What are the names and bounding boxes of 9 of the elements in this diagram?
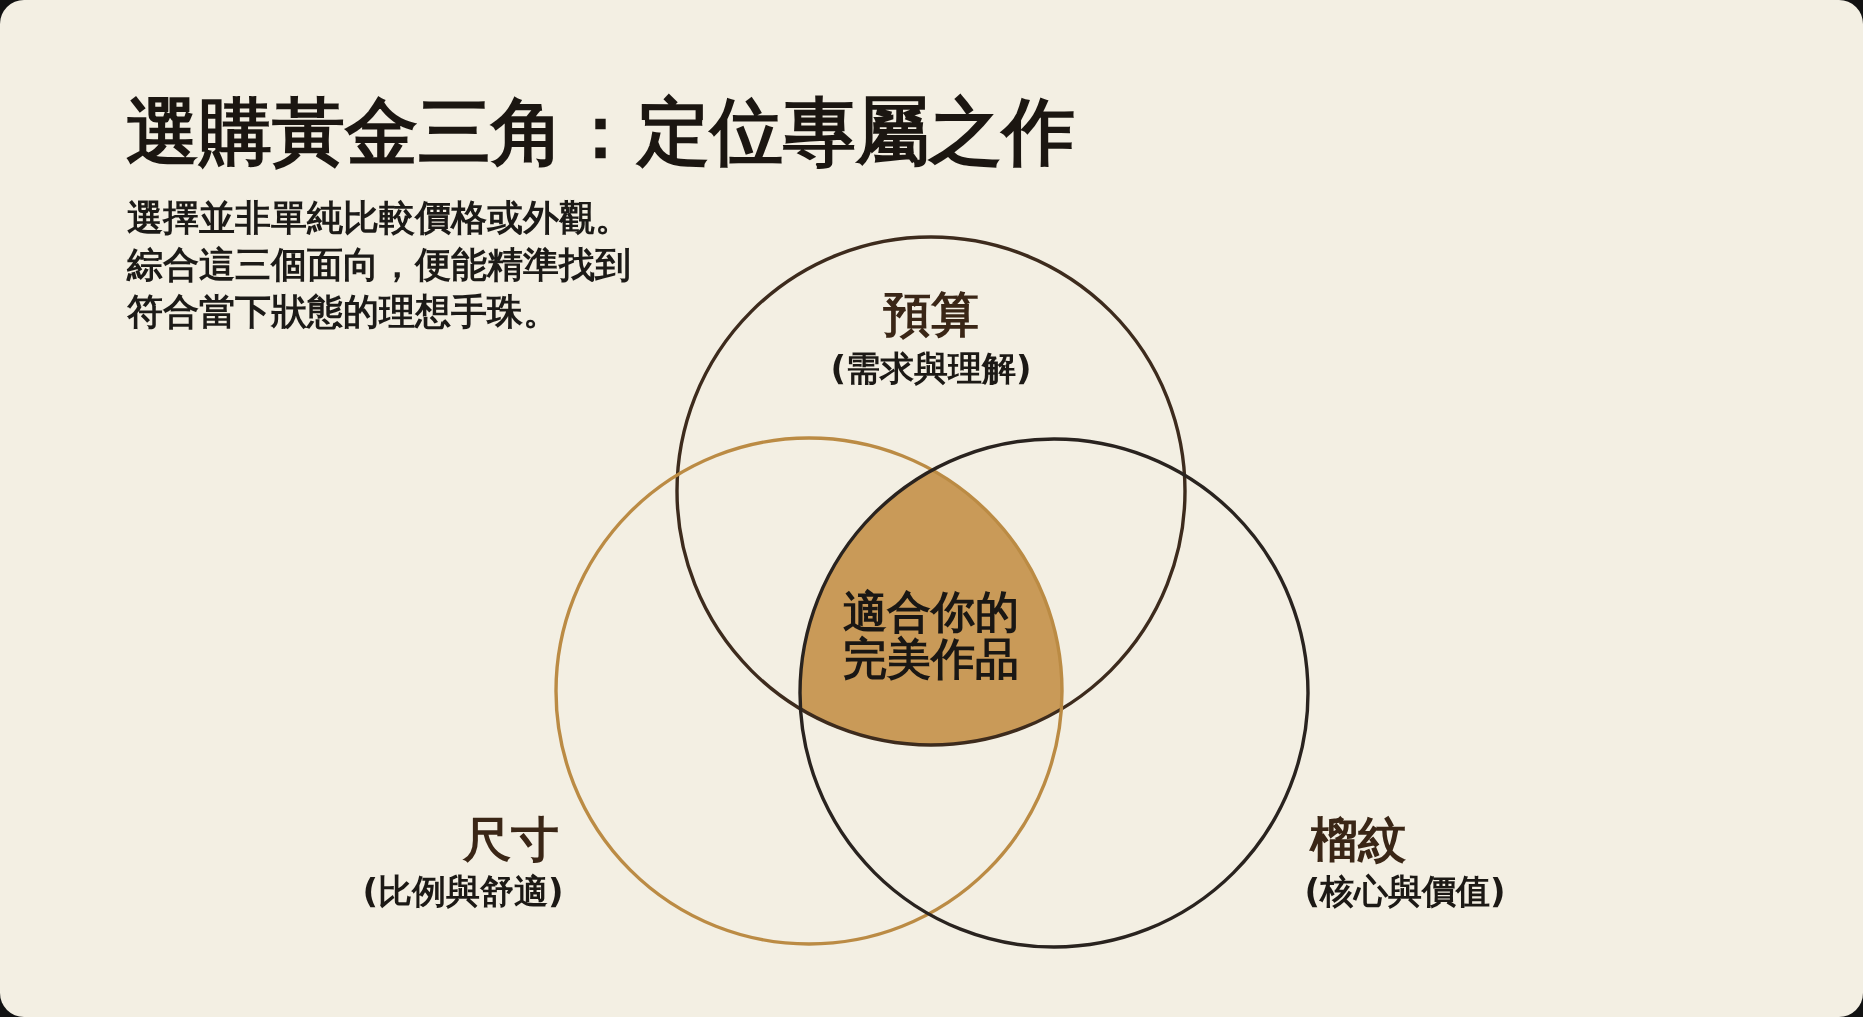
- category-subtitle: (核心與價值): [1304, 871, 1506, 912]
- category-heading: 尺寸: [463, 811, 559, 869]
- category-heading: 榴紋: [1310, 811, 1406, 869]
- category-subtitle: (需求與理解): [830, 348, 1032, 389]
- slide-title: 選購黃金三角：定位專屬之作: [126, 88, 1075, 176]
- overlap-label: 適合你的完美作品: [842, 588, 1020, 682]
- category-subtitle: (比例與舒適): [362, 871, 564, 912]
- category-heading: 預算: [883, 286, 979, 344]
- intro-paragraph: 選擇並非單純比較價格或外觀。綜合這三個面向，便能精準找到符合當下狀態的理想手珠。: [127, 196, 632, 334]
